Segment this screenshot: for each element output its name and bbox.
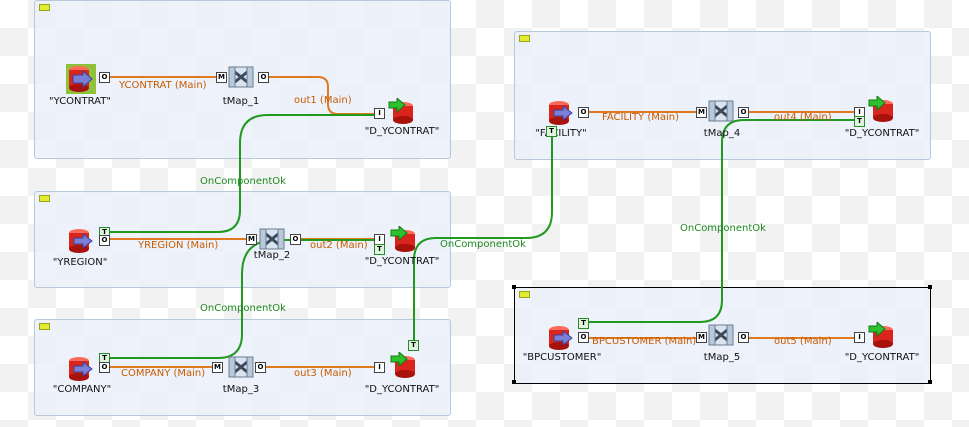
subjob-collapse-toggle[interactable] — [39, 4, 50, 11]
selection-handle[interactable] — [512, 380, 516, 384]
component-label: "BPCUSTOMER" — [522, 352, 602, 363]
link-label[interactable]: OnComponentOk — [680, 223, 766, 234]
output-connector[interactable]: O — [578, 107, 589, 118]
main-input-connector[interactable]: M — [216, 72, 227, 83]
component-label: tMap_4 — [703, 128, 741, 139]
output-connector[interactable]: O — [99, 72, 110, 83]
link-label[interactable]: OnComponentOk — [200, 303, 286, 314]
output-connector[interactable]: O — [99, 235, 110, 246]
selection-handle[interactable] — [512, 285, 516, 289]
database-input-icon[interactable] — [548, 100, 574, 126]
output-connector[interactable]: O — [99, 362, 110, 373]
link-label[interactable]: out5 (Main) — [774, 336, 832, 347]
component-label: "D_YCONTRAT" — [844, 128, 920, 139]
subjob-collapse-toggle[interactable] — [519, 35, 530, 42]
tmap-icon[interactable] — [259, 226, 285, 252]
component-label: "D_YCONTRAT" — [364, 384, 440, 395]
link-label[interactable]: out3 (Main) — [294, 368, 352, 379]
database-input-icon[interactable] — [68, 228, 94, 254]
link-label[interactable]: out1 (Main) — [294, 95, 352, 106]
component-label: "D_YCONTRAT" — [844, 352, 920, 363]
link-label[interactable]: OnComponentOk — [440, 239, 526, 250]
database-input-icon[interactable] — [68, 356, 94, 382]
subjob-collapse-toggle[interactable] — [519, 291, 530, 298]
tmap-icon[interactable] — [228, 64, 254, 90]
trigger-connector[interactable]: T — [546, 126, 557, 137]
database-output-icon[interactable] — [868, 322, 894, 348]
database-output-icon[interactable] — [390, 352, 416, 378]
tmap-icon[interactable] — [228, 354, 254, 380]
link-label[interactable]: out4 (Main) — [774, 112, 832, 123]
component-label: "FACILITY" — [535, 128, 587, 139]
trigger-connector[interactable]: T — [374, 244, 385, 255]
trigger-connector[interactable]: T — [578, 318, 589, 329]
link-ok-4 — [584, 119, 860, 323]
link-ok-1 — [104, 114, 378, 233]
database-output-icon[interactable] — [388, 98, 414, 124]
main-input-connector[interactable]: M — [212, 362, 223, 373]
link-label[interactable]: COMPANY (Main) — [121, 368, 206, 379]
component-label: tMap_1 — [222, 96, 260, 107]
output-connector[interactable]: O — [578, 332, 589, 343]
link-out1-main — [268, 76, 376, 115]
link-label[interactable]: YREGION (Main) — [138, 240, 219, 251]
main-input-connector[interactable]: M — [696, 107, 707, 118]
output-connector[interactable]: O — [738, 332, 749, 343]
component-label: "YCONTRAT" — [49, 96, 111, 107]
component-label: tMap_2 — [253, 250, 291, 261]
link-label[interactable]: OnComponentOk — [200, 176, 286, 187]
output-connector[interactable]: O — [290, 234, 301, 245]
selection-handle[interactable] — [928, 380, 932, 384]
input-connector[interactable]: I — [374, 108, 385, 119]
subjob-collapse-toggle[interactable] — [39, 323, 50, 330]
selection-handle[interactable] — [928, 285, 932, 289]
main-input-connector[interactable]: M — [696, 332, 707, 343]
trigger-connector[interactable]: T — [854, 116, 865, 127]
component-label: tMap_3 — [222, 384, 260, 395]
component-label: "D_YCONTRAT" — [364, 256, 440, 267]
link-label[interactable]: FACILITY (Main) — [602, 112, 680, 123]
link-label[interactable]: out2 (Main) — [310, 240, 368, 251]
tmap-icon[interactable] — [708, 322, 734, 348]
link-ok-2 — [104, 239, 380, 359]
database-input-icon[interactable] — [66, 64, 96, 94]
output-connector[interactable]: O — [255, 362, 266, 373]
output-connector[interactable]: O — [258, 72, 269, 83]
database-input-icon[interactable] — [548, 325, 574, 351]
main-input-connector[interactable]: M — [246, 234, 257, 245]
tmap-icon[interactable] — [708, 98, 734, 124]
subjob-collapse-toggle[interactable] — [39, 195, 50, 202]
database-output-icon[interactable] — [868, 96, 894, 122]
trigger-connector[interactable]: T — [408, 340, 419, 351]
input-connector[interactable]: I — [854, 332, 865, 343]
database-output-icon[interactable] — [390, 226, 416, 252]
component-label: "D_YCONTRAT" — [364, 126, 440, 137]
link-label[interactable]: YCONTRAT (Main) — [119, 80, 207, 91]
component-label: "COMPANY" — [52, 384, 112, 395]
link-label[interactable]: BPCUSTOMER (Main) — [592, 336, 697, 347]
output-connector[interactable]: O — [738, 107, 749, 118]
input-connector[interactable]: I — [374, 362, 385, 373]
component-label: "YREGION" — [52, 257, 108, 268]
link-ok-3 — [413, 131, 553, 342]
component-label: tMap_5 — [703, 352, 741, 363]
